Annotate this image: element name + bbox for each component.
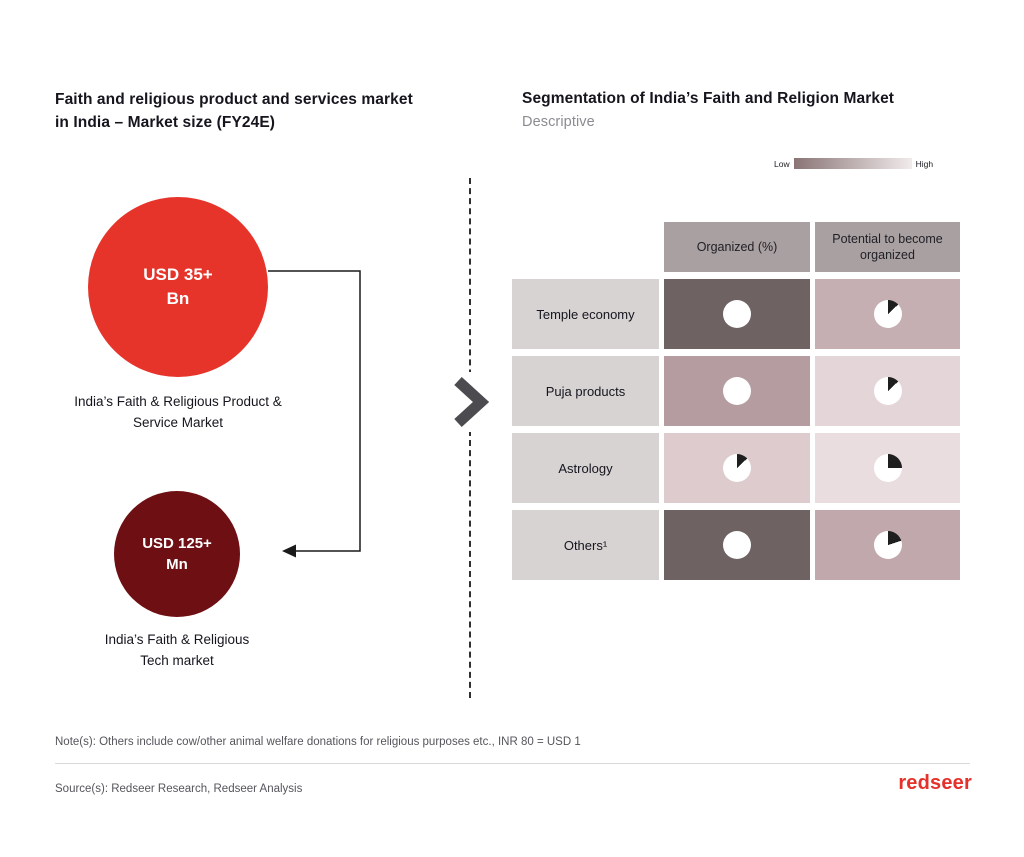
matrix-corner-cell [512,222,659,272]
harvey-ball-icon [723,531,751,559]
matrix-data-cell [815,510,960,580]
matrix-data-cell [815,433,960,503]
matrix-data-cell [815,356,960,426]
matrix-row-label: Others¹ [512,510,659,580]
matrix-data-cell [815,279,960,349]
matrix-column-header: Organized (%) [664,222,810,272]
bubble-small-unit: Mn [166,556,188,573]
harvey-ball-icon [723,454,751,482]
matrix-data-cell [664,510,810,580]
footer-divider [55,763,970,764]
harvey-ball-icon [723,377,751,405]
market-bubble-small: USD 125+ Mn [114,491,240,617]
right-panel-title: Segmentation of India’s Faith and Religi… [522,88,894,132]
bubble-large-caption-line1: India’s Faith & Religious Product & [74,394,282,409]
harvey-ball-icon [873,531,902,559]
bubble-large-value: USD 35+ [143,265,213,285]
bubble-large-caption: India’s Faith & Religious Product & Serv… [40,392,316,434]
segmentation-matrix: Organized (%)Potential to become organiz… [512,222,960,580]
bubble-small-caption: India’s Faith & Religious Tech market [60,630,294,672]
chevron-right-icon [448,372,494,432]
harvey-ball-icon [723,300,751,328]
bubble-small-caption-line2: Tech market [140,652,214,668]
matrix-data-cell [664,356,810,426]
footnote: Note(s): Others include cow/other animal… [55,736,581,748]
section-dashed-divider [469,178,471,698]
matrix-row-label: Puja products [512,356,659,426]
harvey-ball-icon [873,454,902,482]
legend-high-label: High [915,158,934,169]
matrix-data-cell [664,433,810,503]
matrix-data-cell [664,279,810,349]
source-note: Source(s): Redseer Research, Redseer Ana… [55,783,303,795]
harvey-ball-icon [873,300,902,328]
bubble-large-caption-line2: Service Market [132,414,224,430]
bubble-connector-arrow [268,270,361,558]
bubble-large-unit: Bn [166,289,190,308]
left-title-line1: Faith and religious product and services… [55,91,413,108]
bubble-small-value: USD 125+ [142,535,212,552]
matrix-row-label: Astrology [512,433,659,503]
matrix-row-label: Temple economy [512,279,659,349]
legend-gradient-bar [793,158,912,169]
legend-low-label: Low [774,158,790,169]
redseer-logo: redseer [898,772,972,794]
left-title-line2: in India – Market size (FY24E) [55,114,276,132]
left-panel-title: Faith and religious product and services… [55,88,413,135]
bubble-small-caption-line1: India’s Faith & Religious [104,632,250,647]
segmentation-title: Segmentation of India’s Faith and Religi… [522,90,895,107]
market-bubble-large: USD 35+ Bn [88,197,268,377]
segmentation-subtitle: Descriptive [522,113,595,130]
matrix-column-header: Potential to become organized [815,222,960,272]
heatmap-legend: Low High [774,158,933,169]
harvey-ball-icon [873,377,902,405]
